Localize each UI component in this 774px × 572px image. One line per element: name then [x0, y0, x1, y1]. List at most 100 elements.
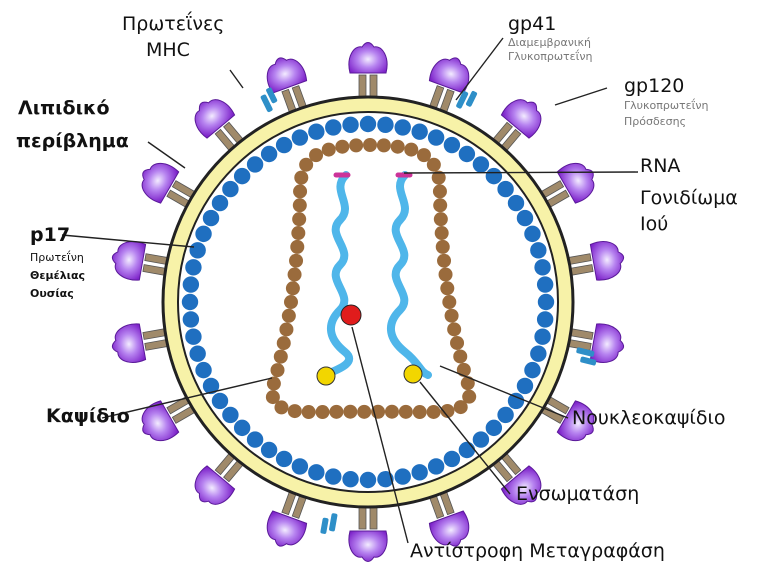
matrix-bead — [377, 117, 393, 133]
matrix-bead — [497, 181, 513, 197]
capsid-bead — [445, 309, 459, 323]
envelope-inner-edge — [178, 112, 558, 492]
capsid-bead — [433, 198, 447, 212]
matrix-bead — [234, 420, 250, 436]
integrase-label: Ενσωματάση — [516, 484, 639, 505]
gp41-sub2: Γλυκοπρωτεΐνη — [508, 51, 592, 63]
gp120-head — [349, 43, 387, 74]
matrix-bead — [195, 362, 211, 378]
capsid-bead — [286, 281, 300, 295]
matrix-bead — [325, 119, 341, 135]
matrix-bead — [473, 156, 489, 172]
p17-label: p17 — [30, 225, 70, 246]
p17-sub2: Θεμέλιας — [30, 270, 85, 282]
matrix-bead — [292, 129, 308, 145]
matrix-bead — [276, 451, 292, 467]
gp120-spike — [565, 318, 627, 365]
capsid-bead — [377, 138, 391, 152]
capsid-bead — [436, 240, 450, 254]
gp120-spike — [349, 43, 387, 100]
matrix-bead — [360, 472, 376, 488]
capsid-bead — [284, 295, 298, 309]
gp120-head — [109, 323, 146, 366]
capsid-bead — [309, 148, 323, 162]
capsid-bead — [289, 254, 303, 268]
gp120-spike — [565, 238, 627, 285]
matrix-bead — [444, 451, 460, 467]
matrix-bead — [534, 329, 550, 345]
matrix-bead — [459, 442, 475, 458]
matrix-bead — [325, 468, 341, 484]
capsid-bead — [279, 322, 293, 336]
matrix-bead — [222, 407, 238, 423]
matrix-bead — [195, 226, 211, 242]
matrix-bead — [183, 276, 199, 292]
matrix-bead — [183, 311, 199, 327]
p17-sub3: Ουσίας — [30, 288, 74, 300]
capsid-bead — [404, 143, 418, 157]
mhc-label-line1: Πρωτεΐνες — [122, 14, 224, 35]
matrix-bead — [308, 123, 324, 139]
matrix-bead — [222, 181, 238, 197]
capsid-bead — [439, 268, 453, 282]
mhc-chain — [329, 513, 338, 532]
nucleocapsid-label: Νουκλεοκαψίδιο — [572, 408, 726, 429]
capsid-bead — [316, 405, 330, 419]
matrix-bead — [308, 464, 324, 480]
matrix-bead — [342, 117, 358, 133]
capsid-bead — [363, 138, 377, 152]
matrix-bead — [189, 242, 205, 258]
capsid-bead — [357, 405, 371, 419]
capsid-bead — [293, 184, 307, 198]
gp120-spike — [109, 318, 171, 365]
gp120-head — [590, 323, 627, 366]
matrix-bead — [185, 329, 201, 345]
matrix-bead — [459, 146, 475, 162]
capsid-bead — [457, 363, 471, 377]
capsid-bead — [437, 254, 451, 268]
capsid-bead — [290, 240, 304, 254]
matrix-bead — [261, 146, 277, 162]
integrase-right — [404, 365, 422, 383]
capsid-bead — [292, 212, 306, 226]
gp41-stalk — [359, 75, 366, 99]
gp120-head — [428, 52, 474, 94]
capsid-bead — [329, 405, 343, 419]
capsid-bead — [453, 349, 467, 363]
matrix-bead — [360, 116, 376, 132]
capsid-bead — [427, 158, 441, 172]
gp120-head — [261, 511, 307, 553]
matrix-bead — [203, 210, 219, 226]
capsid-bead — [282, 309, 296, 323]
lipid-label-line1: Λιπιδικό — [18, 98, 110, 119]
capsid-bead — [302, 405, 316, 419]
capsid-bead — [288, 404, 302, 418]
matrix-bead — [486, 420, 502, 436]
matrix-bead — [342, 471, 358, 487]
matrix-bead — [428, 458, 444, 474]
gp120-label: gp120 — [624, 76, 684, 97]
gp120-head — [109, 238, 146, 281]
capsid-bead — [385, 405, 399, 419]
matrix-bead — [444, 137, 460, 153]
capsid-bead — [288, 268, 302, 282]
capsid-bead — [413, 405, 427, 419]
capsid-bead — [391, 140, 405, 154]
gp41-stalk — [359, 505, 366, 529]
capsid-bead — [442, 295, 456, 309]
capsid-bead — [294, 171, 308, 185]
matrix-bead — [428, 129, 444, 145]
capsid-label: Καψίδιο — [46, 406, 130, 427]
capsid-bead — [435, 226, 449, 240]
matrix-bead — [395, 468, 411, 484]
capsid-bead — [343, 405, 357, 419]
matrix-bead — [212, 393, 228, 409]
gp120-sub2: Πρόσδεσης — [624, 116, 686, 128]
gp41-stalk — [370, 75, 377, 99]
reverse-transcriptase — [341, 305, 361, 325]
gp41-label: gp41 — [508, 14, 556, 35]
capsid-bead — [266, 390, 280, 404]
capsid-bead — [291, 226, 305, 240]
matrix-bead — [517, 210, 533, 226]
capsid-bead — [433, 184, 447, 198]
